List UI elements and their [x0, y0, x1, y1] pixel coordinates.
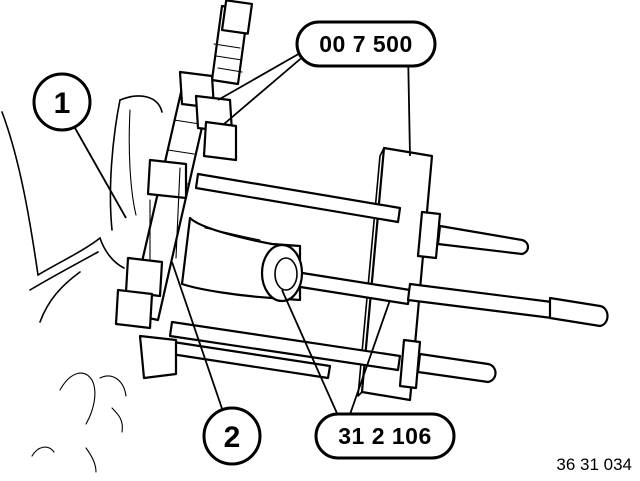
tool-number-00-7-500: 00 7 500 [295, 20, 437, 68]
figure-reference: 36 31 034 [556, 455, 632, 474]
callout-1: 1 [32, 72, 92, 132]
callout-2: 2 [202, 406, 262, 466]
tool-number-31-2-106: 31 2 106 [314, 412, 456, 460]
callout-2-label: 2 [224, 421, 241, 454]
pressure-piece-cylinder [180, 216, 304, 303]
tool-number-b-label: 31 2 106 [338, 423, 432, 449]
housing-outline [1, 95, 163, 473]
spindle-tool [114, 0, 254, 380]
callout-1-label: 1 [54, 87, 71, 120]
tool-number-a-label: 00 7 500 [319, 31, 413, 57]
leader-lines [74, 49, 411, 433]
puller-rods [156, 172, 609, 390]
